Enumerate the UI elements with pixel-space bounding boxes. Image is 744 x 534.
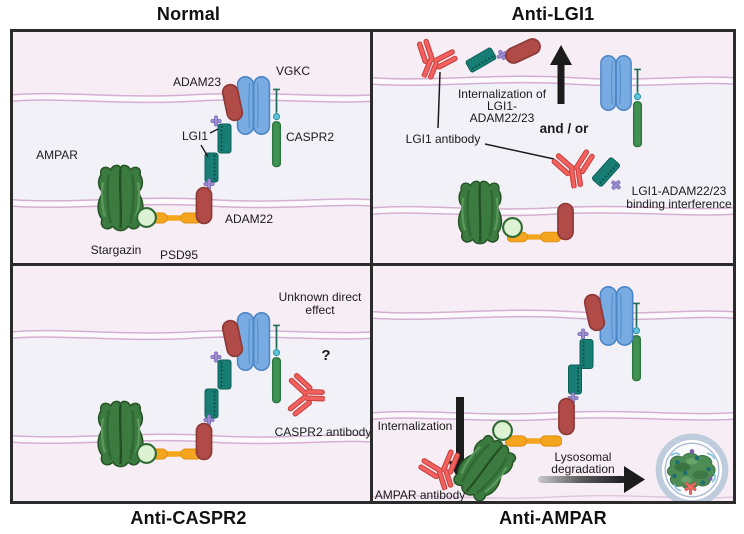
lgi1-pointer-lines (200, 128, 219, 158)
adam22-protein (557, 202, 574, 241)
panel-normal: AMPAR ADAM23 VGKC LGI1 CASPR2 ADAM22 Sta… (13, 32, 373, 266)
lgi1-antibody-pointer-lines (437, 71, 555, 160)
vgkc-channel (236, 312, 271, 371)
panel-anti-lgi1-art (373, 32, 733, 263)
lgi1-protein-upper (217, 122, 232, 155)
label-vgkc: VGKC (275, 63, 311, 78)
panel-anti-ampar-art (373, 266, 733, 501)
membrane-upper (13, 92, 370, 104)
vgkc-channel (600, 55, 632, 111)
label-internalization: Internalization (377, 418, 453, 433)
ampar-receptor (457, 179, 503, 246)
vgkc-channel (236, 76, 271, 135)
label-internalization-3: ADAM22/23 (469, 110, 535, 125)
stargazin-protein (136, 207, 157, 228)
title-normal: Normal (156, 4, 221, 24)
label-adam23: ADAM23 (172, 74, 222, 89)
stargazin-protein (136, 443, 157, 464)
stargazin-protein (492, 420, 513, 441)
title-anti-lgi1: Anti-LGI1 (511, 4, 595, 24)
lysosomal-degradation-arrow (538, 466, 645, 493)
label-stargazin: Stargazin (90, 242, 142, 257)
lgi1-protein-upper (217, 358, 232, 391)
title-anti-ampar: Anti-AMPAR (499, 508, 607, 528)
adam22-protein (195, 422, 213, 461)
adam22-protein (195, 186, 213, 225)
lgi1-protein-lower (568, 364, 582, 395)
label-caspr2: CASPR2 (285, 129, 335, 144)
panel-normal-art (13, 32, 370, 263)
lysosome (659, 437, 725, 501)
internalization-up-arrow (550, 45, 572, 104)
label-caspr2-antibody: CASPR2 antibody (274, 424, 372, 439)
label-lgi1-antibody: LGI1 antibody (405, 131, 481, 146)
ampar-receptor (96, 399, 145, 469)
title-anti-caspr2: Anti-CASPR2 (130, 508, 247, 528)
panel-anti-lgi1: Internalization of LGI1- ADAM22/23 and /… (373, 32, 733, 266)
label-lgi1: LGI1 (181, 128, 209, 143)
label-interference-1: LGI1-ADAM22/23 (631, 183, 727, 198)
panel-anti-caspr2: Unknown direct effect ? CASPR2 antibody (13, 266, 373, 501)
label-lysosomal-1: Lysosomal (554, 449, 612, 464)
label-unknown-1: Unknown direct (278, 289, 362, 304)
membrane-upper (13, 329, 370, 341)
panel-anti-caspr2-art (13, 266, 370, 501)
label-question-mark: ? (321, 346, 331, 364)
label-psd95: PSD95 (159, 247, 199, 262)
label-unknown-2: effect (305, 302, 335, 317)
label-internalization-2: LGI1- (486, 98, 518, 113)
label-adam22: ADAM22 (224, 211, 274, 226)
lgi1-protein-upper (579, 339, 594, 369)
label-and-or: and / or (539, 120, 589, 136)
label-internalization-1: Internalization of (457, 86, 547, 101)
label-ampar-antibody: AMPAR antibody (374, 487, 466, 501)
vgkc-channel (599, 286, 634, 346)
stargazin-protein (502, 217, 523, 238)
ampar-receptor (96, 163, 145, 233)
lgi1-protein-lower (204, 152, 219, 183)
panel-grid: AMPAR ADAM23 VGKC LGI1 CASPR2 ADAM22 Sta… (10, 29, 736, 504)
adam22-protein (558, 397, 575, 436)
label-interference-2: binding interference (626, 196, 732, 211)
panel-anti-ampar: Internalization AMPAR antibody Lysosomal… (373, 266, 733, 501)
label-ampar: AMPAR (36, 147, 78, 162)
label-lysosomal-2: degradation (551, 461, 615, 476)
lgi1-protein-lower (204, 388, 219, 419)
